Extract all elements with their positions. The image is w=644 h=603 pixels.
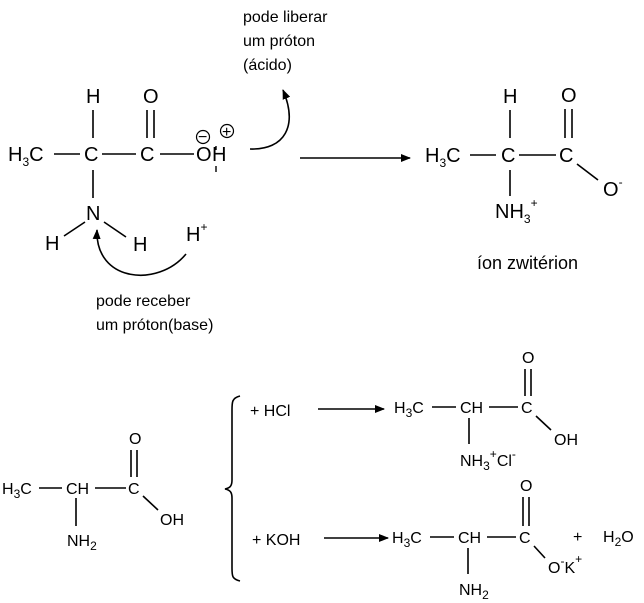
alpha-carbon: C <box>84 144 98 166</box>
bottom-alanine-structure: H3C CH C O OH NH2 <box>2 431 184 553</box>
hcl-product-carbonyl-carbon: C <box>521 400 533 417</box>
ammonium-group: NH3+ <box>495 196 538 226</box>
reagent-koh: + KOH <box>252 532 300 549</box>
negative-charge-circle <box>195 129 211 145</box>
hcl-product-structure: H3C CH C O OH NH3+Cl- <box>394 350 578 473</box>
hcl-bond-c-oh <box>535 415 552 431</box>
negative-charge-mark: − <box>198 129 207 146</box>
bottom-hydroxyl: OH <box>160 512 184 529</box>
bottom-carbonyl-oxygen: O <box>129 431 141 448</box>
hcl-product-ammonium-chloride: NH3+Cl- <box>460 447 516 473</box>
positive-charge-mark: + <box>222 124 231 141</box>
carbonyl-carbon: C <box>140 144 154 166</box>
zwitterion-carbonyl-carbon: C <box>559 145 573 167</box>
base-note-line-2: um próton(base) <box>96 317 213 334</box>
bond-nitrogen-h-right <box>103 221 127 238</box>
hcl-product-carbonyl-oxygen: O <box>522 350 534 367</box>
koh-product-amino: NH2 <box>459 582 489 602</box>
zwitterion-carbonyl-oxygen: O <box>561 85 577 107</box>
acid-note-line-3: (ácido) <box>243 57 292 74</box>
plus-water: + <box>573 529 582 546</box>
koh-product-carbonyl-oxygen: O <box>520 478 532 495</box>
amino-hydrogen-left: H <box>45 233 59 255</box>
reagent-hcl: + HCl <box>250 403 290 420</box>
zwitterion-alpha-hydrogen: H <box>503 86 517 108</box>
water-molecule: H2O <box>603 529 634 549</box>
zwitterion-methyl: H3C <box>425 145 461 170</box>
proton: H+ <box>186 220 207 246</box>
bottom-carbonyl-carbon: C <box>128 481 140 498</box>
hcl-product-hydroxyl: OH <box>554 432 578 449</box>
koh-product-structure: H3C CH C O O-K+ NH2 <box>392 478 582 602</box>
acid-note-line-1: pode liberar <box>243 9 328 26</box>
carbonyl-oxygen: O <box>143 86 159 108</box>
zwitterion-structure: H3C C C H O O- NH3+ <box>425 85 623 226</box>
base-note-line-1: pode receber <box>96 293 191 310</box>
reaction-brace <box>224 395 241 582</box>
hcl-product-ch: CH <box>460 400 483 417</box>
zw-bond-carboxylate-o <box>576 163 599 181</box>
bond-nitrogen-h-left <box>63 221 86 237</box>
base-accept-curved-arrow <box>92 229 187 276</box>
hcl-product-methyl: H3C <box>394 400 424 420</box>
bottom-ch: CH <box>66 481 89 498</box>
positive-charge-circle <box>219 123 235 139</box>
bottom-amino: NH2 <box>67 533 97 553</box>
koh-product-ch: CH <box>458 530 481 547</box>
koh-product-methyl: H3C <box>392 530 422 550</box>
koh-product-carboxylate-potassium: O-K+ <box>548 552 582 577</box>
neutral-alanine-structure: H3C C C H O O H − + N H H H+ <box>8 86 235 256</box>
zwitterion-label: íon zwitérion <box>477 253 578 273</box>
koh-product-carbonyl-carbon: C <box>519 530 531 547</box>
b-bond-c-oh <box>142 495 159 511</box>
carboxylate-oxygen: O- <box>603 175 623 201</box>
koh-bond-c-o <box>533 545 546 559</box>
acid-note-line-2: um próton <box>243 33 315 50</box>
bottom-methyl: H3C <box>2 481 32 501</box>
alpha-hydrogen: H <box>86 86 100 108</box>
methyl-group: H3C <box>8 144 44 169</box>
hydroxyl-oxygen: O <box>196 144 212 166</box>
acid-release-curved-arrow <box>249 89 291 150</box>
amino-nitrogen: N <box>86 203 100 225</box>
zwitterion-alpha-carbon: C <box>501 145 515 167</box>
amino-hydrogen-right: H <box>133 234 147 256</box>
hydroxyl-hydrogen: H <box>212 144 226 166</box>
